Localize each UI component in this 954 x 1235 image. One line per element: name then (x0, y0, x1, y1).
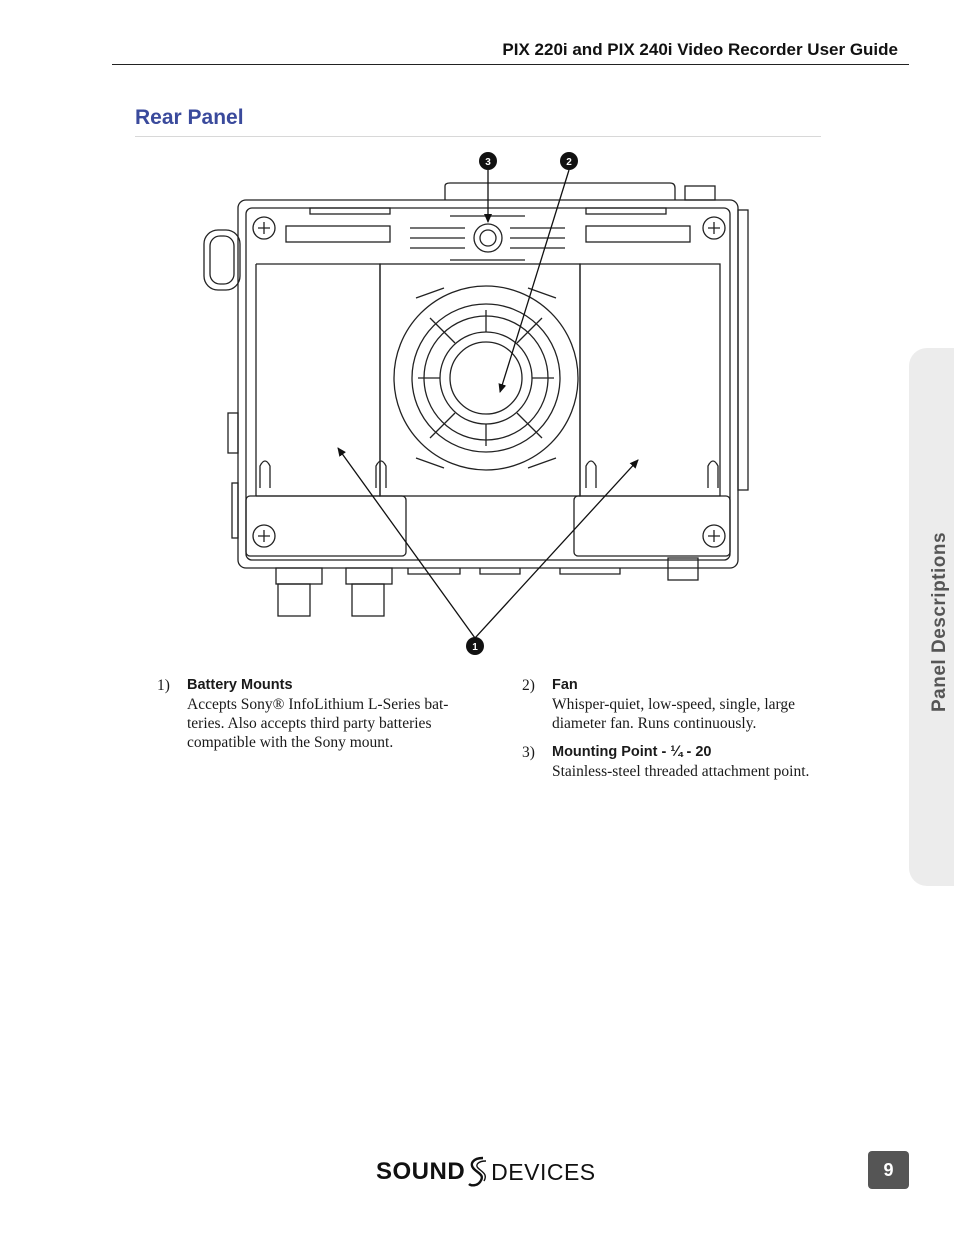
description-line: compatible with the Sony mount. (187, 734, 394, 751)
description-heading: Mounting Point - ¼ - 20 (552, 744, 712, 760)
description-line: teries. Also accepts third party batteri… (187, 715, 432, 732)
side-tab (909, 348, 954, 886)
page-number: 9 (868, 1151, 909, 1189)
section-rule (135, 136, 821, 137)
description-line: Whisper-quiet, low-speed, single, large (552, 696, 796, 713)
description-column-left: 1) Battery Mounts Accepts Sony® InfoLith… (157, 676, 487, 762)
description-column-right: 2) Fan Whisper-quiet, low-speed, single,… (522, 676, 862, 791)
description-item-battery-mounts: 1) Battery Mounts Accepts Sony® InfoLith… (157, 676, 487, 752)
callout-3-label: 3 (485, 157, 491, 168)
callout-2-label: 2 (566, 157, 572, 168)
description-heading: Battery Mounts (187, 677, 293, 693)
description-line: diameter fan. Runs continuously. (552, 715, 757, 732)
callout-1: 1 (466, 637, 484, 655)
logo-text-sound: SOUND (376, 1158, 466, 1185)
logo-swirl-icon (468, 1156, 487, 1187)
page-header-title: PIX 220i and PIX 240i Video Recorder Use… (502, 40, 898, 59)
description-item-mounting-point: 3) Mounting Point - ¼ - 20 Stainless-ste… (522, 743, 862, 781)
header-rule (112, 64, 909, 65)
description-number: 2) (522, 677, 535, 694)
sound-devices-logo: SOUND DEVICES (376, 1155, 596, 1189)
description-line: Stainless-steel threaded attachment poin… (552, 763, 810, 780)
logo-text-devices: DEVICES (491, 1158, 596, 1185)
description-item-fan: 2) Fan Whisper-quiet, low-speed, single,… (522, 676, 862, 733)
callout-1-label: 1 (472, 642, 478, 653)
section-title: Rear Panel (135, 106, 244, 129)
side-tab-label: Panel Descriptions (929, 531, 950, 712)
callout-lines (337, 169, 639, 639)
description-number: 3) (522, 744, 535, 761)
device-body (203, 182, 749, 617)
description-line: Accepts Sony® InfoLithium L-Series bat- (187, 696, 449, 713)
rear-panel-diagram: 3 2 1 (203, 152, 749, 655)
callout-3: 3 (479, 152, 497, 170)
description-number: 1) (157, 677, 170, 694)
description-heading: Fan (552, 677, 578, 693)
callout-2: 2 (560, 152, 578, 170)
